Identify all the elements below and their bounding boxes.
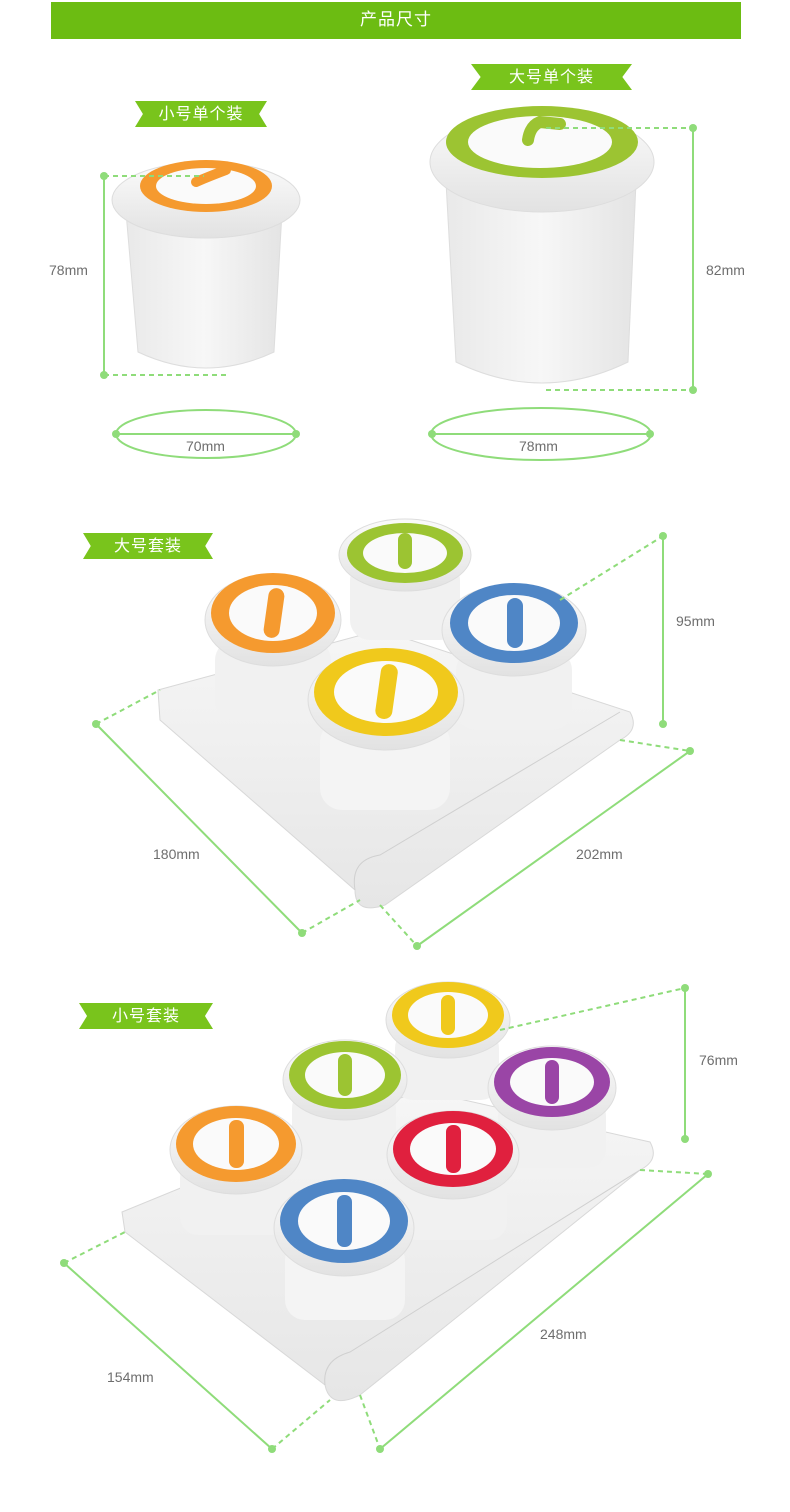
large-single-cup [429,106,655,384]
label-small-set: 小号套装 [79,1003,213,1029]
small-single-diameter: 70mm [186,438,225,454]
large-set-depth: 180mm [153,846,200,862]
small-set-height: 76mm [699,1052,738,1068]
small-single-cup [111,160,301,369]
large-set-height: 95mm [676,613,715,629]
large-set-dimensions [95,535,691,947]
small-set-depth: 154mm [107,1369,154,1385]
header-bar: 产品尺寸 [51,2,741,39]
small-set-width: 248mm [540,1326,587,1342]
page-title: 产品尺寸 [360,10,432,30]
small-single-height: 78mm [49,262,88,278]
large-single-diameter: 78mm [519,438,558,454]
label-small-single: 小号单个装 [135,101,267,127]
label-large-set: 大号套装 [83,533,213,559]
large-single-height: 82mm [706,262,745,278]
large-set-width: 202mm [576,846,623,862]
small-set-cups [169,981,617,1320]
large-set-cups [204,518,587,810]
small-set-dimensions [63,987,709,1450]
label-large-single: 大号单个装 [471,64,632,90]
